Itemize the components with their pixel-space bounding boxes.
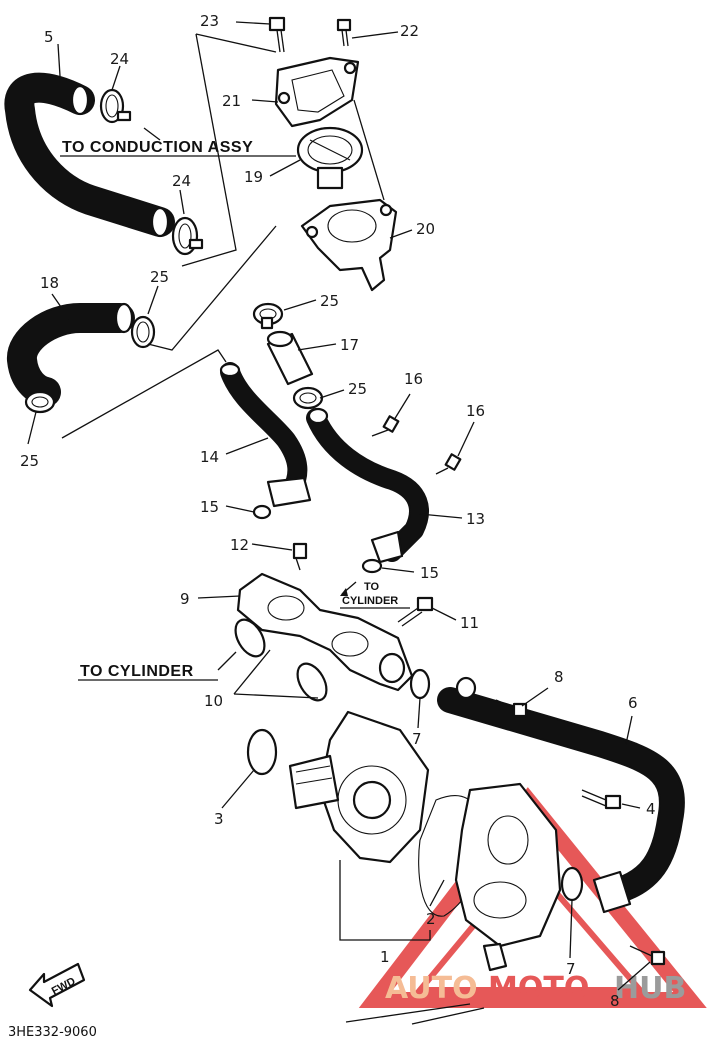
hose-clamp-25-b <box>24 390 56 414</box>
part-label-25-c: 25 <box>320 292 339 310</box>
part-label-3: 3 <box>214 810 224 828</box>
part-label-24-upper: 24 <box>110 50 129 68</box>
drain-fitting <box>482 942 508 972</box>
hose-18 <box>7 302 135 407</box>
o-ring-3 <box>246 728 278 776</box>
o-ring-10-b <box>296 662 328 702</box>
o-ring-15-a <box>252 504 272 520</box>
note-to-cylinder-small-line1: TO <box>364 581 380 593</box>
note-to-cylinder: TO CYLINDER <box>80 663 194 680</box>
part-label-4: 4 <box>646 800 656 818</box>
hose-clamp-25-c <box>252 302 284 330</box>
thermostat-housing-20 <box>300 198 398 292</box>
part-label-24-lower: 24 <box>172 172 191 190</box>
part-label-16-b: 16 <box>466 402 485 420</box>
pipe-13 <box>306 407 429 564</box>
bolt-11 <box>397 596 434 627</box>
watermark-text-auto: AUTO <box>385 971 478 1006</box>
note-to-conduction-assy: TO CONDUCTION ASSY <box>62 139 253 156</box>
part-label-10: 10 <box>204 692 223 710</box>
part-label-11: 11 <box>460 614 479 632</box>
bolt-8-upper <box>495 699 528 718</box>
o-ring-7-upper <box>409 668 431 700</box>
thermostat-19 <box>296 126 364 190</box>
hose-clamp-25-a <box>130 315 156 349</box>
part-label-5: 5 <box>44 28 54 46</box>
bolt-23 <box>268 16 286 53</box>
part-label-22: 22 <box>400 22 419 40</box>
watermark-text-moto: MOTO <box>488 971 589 1006</box>
part-label-23: 23 <box>200 12 219 30</box>
part-label-8-upper: 8 <box>554 668 564 686</box>
o-ring-7-lower <box>560 866 584 902</box>
bolt-22 <box>336 18 352 47</box>
part-label-14: 14 <box>200 448 219 466</box>
leader-lines <box>27 21 651 991</box>
hose-5 <box>4 72 175 238</box>
part-label-20: 20 <box>416 220 435 238</box>
pipe-6 <box>437 676 685 914</box>
part-label-12: 12 <box>230 536 249 554</box>
part-label-2: 2 <box>426 910 436 928</box>
o-ring-15-b <box>361 558 383 574</box>
part-label-9: 9 <box>180 590 190 608</box>
part-label-25-d: 25 <box>348 380 367 398</box>
part-label-13: 13 <box>466 510 485 528</box>
watermark-text-hub: HUB <box>614 971 686 1006</box>
part-label-19: 19 <box>244 168 263 186</box>
part-label-15-a: 15 <box>200 498 219 516</box>
water-pipe-9 <box>236 572 414 692</box>
bolt-16-b <box>435 453 462 475</box>
hose-17 <box>266 330 314 386</box>
o-ring-10-a <box>234 618 266 658</box>
thermostat-cover-21 <box>274 56 360 128</box>
part-label-8-lower: 8 <box>610 992 620 1010</box>
part-label-6: 6 <box>628 694 638 712</box>
water-pump-1 <box>288 710 430 864</box>
bolt-12 <box>292 542 308 571</box>
part-label-25-a: 25 <box>150 268 169 286</box>
water-pump-housing <box>454 782 562 948</box>
forward-arrow-icon: FWD <box>28 962 86 1008</box>
diagram-code: 3HE332-9060 <box>8 1025 97 1040</box>
hose-clamp-24-lower <box>171 216 204 256</box>
part-label-18: 18 <box>40 274 59 292</box>
pipe-14 <box>219 362 312 508</box>
bolt-4 <box>581 789 622 810</box>
hose-clamp-24-upper <box>99 88 132 124</box>
part-label-7-upper: 7 <box>412 730 422 748</box>
part-label-15-b: 15 <box>420 564 439 582</box>
part-label-25-b: 25 <box>20 452 39 470</box>
part-label-21: 21 <box>222 92 241 110</box>
part-label-16-a: 16 <box>404 370 423 388</box>
part-label-7-lower: 7 <box>566 960 576 978</box>
hose-clamp-25-d <box>292 386 324 410</box>
part-label-17: 17 <box>340 336 359 354</box>
bolt-8-lower <box>629 945 666 966</box>
note-to-cylinder-small-line2: CYLINDER <box>342 595 398 607</box>
part-label-1: 1 <box>380 948 390 966</box>
